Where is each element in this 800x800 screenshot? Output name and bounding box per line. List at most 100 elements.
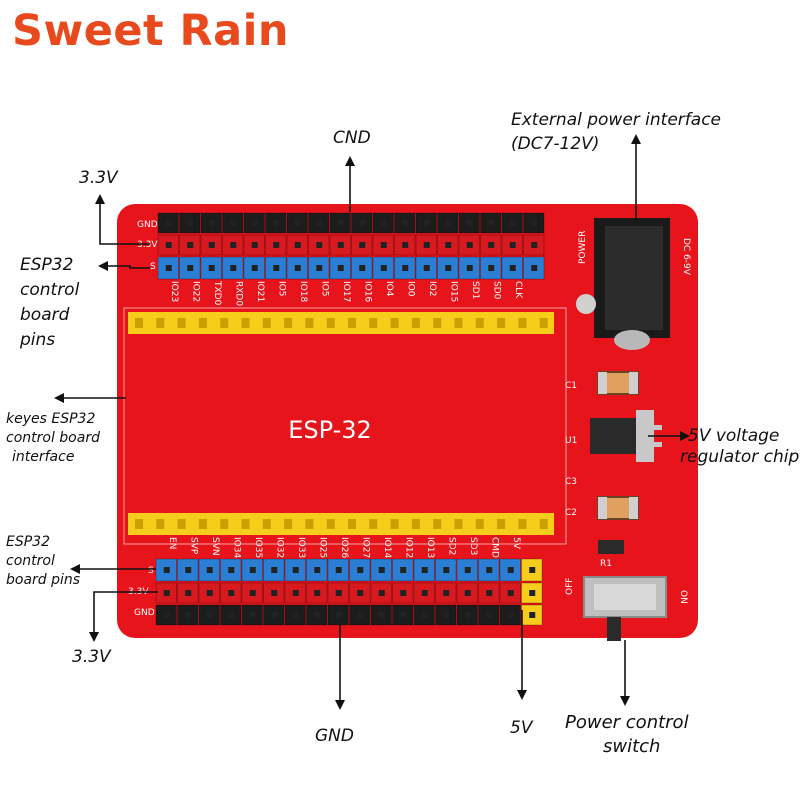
arrow-esp32-pins-top — [98, 261, 150, 271]
socket-bottom-hole — [390, 519, 399, 529]
socket-bottom-hole — [369, 519, 378, 529]
top-header-pin-post — [380, 242, 387, 248]
top-header-pin-post — [251, 265, 258, 271]
off-label: OFF — [565, 578, 575, 595]
comp-c3-label: C3 — [565, 477, 577, 487]
top-pin-label: IO23 — [169, 281, 179, 302]
bottom-header-pin-post — [163, 612, 170, 618]
socket-top-hole — [475, 318, 484, 328]
bottom-row-gnd-label: GND — [134, 608, 155, 618]
bottom-header-pin-post — [292, 567, 299, 573]
bottom-header-pin-post — [271, 567, 278, 573]
top-header-pin-post — [445, 220, 452, 226]
power-label: POWER — [578, 231, 588, 264]
bottom-header-pin-post — [228, 590, 235, 596]
socket-bottom-hole — [262, 519, 271, 529]
top-header-pin-post — [273, 220, 280, 226]
bottom-header-pin-post — [314, 590, 321, 596]
top-pin-label: IO17 — [341, 281, 351, 302]
bottom-header-pin-post — [271, 612, 278, 618]
bottom-pin-label: 5V — [511, 537, 521, 550]
bottom-pin-label: SD3 — [468, 537, 478, 555]
top-pin-label: IO4 — [384, 281, 394, 297]
top-header-pin-post — [380, 265, 387, 271]
socket-top-hole — [433, 318, 442, 328]
top-header-pin-post — [316, 265, 323, 271]
top-pin-label: SD1 — [470, 281, 480, 299]
top-pin-label: SD0 — [491, 281, 501, 300]
top-pin-label: IO16 — [362, 281, 372, 302]
socket-top-hole — [369, 318, 378, 328]
bottom-header-pin-post — [421, 612, 428, 618]
top-header-pin-post — [509, 265, 516, 271]
top-header-pin-post — [359, 220, 366, 226]
top-header-pin-post — [402, 265, 409, 271]
bottom-pin-label: IO26 — [339, 537, 349, 558]
top-header-pin-post — [187, 265, 194, 271]
top-header-pin-post — [531, 265, 538, 271]
socket-bottom-hole — [454, 519, 463, 529]
bottom-pin-label: SD2 — [446, 537, 456, 555]
capacitor-c2 — [597, 496, 639, 520]
top-pin-label: IO21 — [255, 281, 265, 302]
top-pin-label: CLK — [513, 281, 523, 299]
bottom-header-pin-post — [335, 612, 342, 618]
bottom-header-pin-post — [421, 590, 428, 596]
top-header-pin-post — [294, 242, 301, 248]
arrow-33v-top — [95, 194, 150, 245]
callout-keyes-line: keyes ESP32 — [6, 411, 96, 427]
pcb-inner-outline — [123, 307, 567, 545]
bottom-row-s-label: S — [148, 566, 154, 576]
socket-bottom-hole — [305, 519, 314, 529]
top-header-pin-post — [230, 242, 237, 248]
bottom-header-pin-post — [486, 590, 493, 596]
top-pin-label: RXD0 — [233, 281, 243, 306]
socket-top-hole — [220, 318, 229, 328]
top-pin-label: IO22 — [190, 281, 200, 302]
socket-bottom-hole — [326, 519, 335, 529]
top-header-pin-post — [187, 242, 194, 248]
arrow-33v-bottom — [89, 591, 158, 642]
top-header-pin-post — [187, 220, 194, 226]
socket-top-hole — [177, 318, 186, 328]
bottom-header — [155, 558, 543, 626]
callout-esp32-pins-bottom-line: ESP32 — [6, 534, 50, 550]
socket-bottom-hole — [433, 519, 442, 529]
top-header-pin-post — [208, 265, 215, 271]
callout-ext-power-2: (DC7-12V) — [511, 134, 600, 154]
callout-keyes-line: control board — [6, 430, 100, 446]
bottom-header-pin-post — [507, 567, 514, 573]
bottom-header-pin-post — [292, 612, 299, 618]
socket-bottom-hole — [284, 519, 293, 529]
bottom-header-pin-post — [185, 612, 192, 618]
socket-bottom-hole — [198, 519, 207, 529]
top-pin-label: TXD0 — [212, 280, 222, 306]
bottom-header-pin-post — [314, 567, 321, 573]
top-pin-label: IO15 — [448, 281, 458, 302]
top-header-pin-post — [316, 220, 323, 226]
bottom-header-pin-post — [400, 567, 407, 573]
top-header-pin-post — [208, 242, 215, 248]
bottom-header-pin-post — [443, 567, 450, 573]
socket-top-hole — [518, 318, 527, 328]
callout-33v-top: 3.3V — [79, 168, 118, 188]
bottom-header-pin-post — [400, 612, 407, 618]
top-header-pin-post — [251, 242, 258, 248]
bottom-pin-label: SVP — [188, 537, 198, 555]
esp32-center-label: ESP-32 — [288, 416, 372, 444]
socket-bottom-hole — [497, 519, 506, 529]
comp-u1-label: U1 — [565, 436, 577, 446]
top-header-pin-post — [380, 220, 387, 226]
bottom-header-pin-post — [206, 567, 213, 573]
top-header-pin-post — [273, 265, 280, 271]
bottom-header-pin-post — [378, 612, 385, 618]
top-header-pin-post — [337, 220, 344, 226]
socket-top-hole — [262, 318, 271, 328]
bottom-header-pin-post — [507, 612, 514, 618]
socket-bottom-body — [128, 513, 554, 535]
top-header-pin-post — [165, 265, 172, 271]
top-pin-label: IO18 — [298, 281, 308, 302]
socket-top-hole — [241, 318, 250, 328]
